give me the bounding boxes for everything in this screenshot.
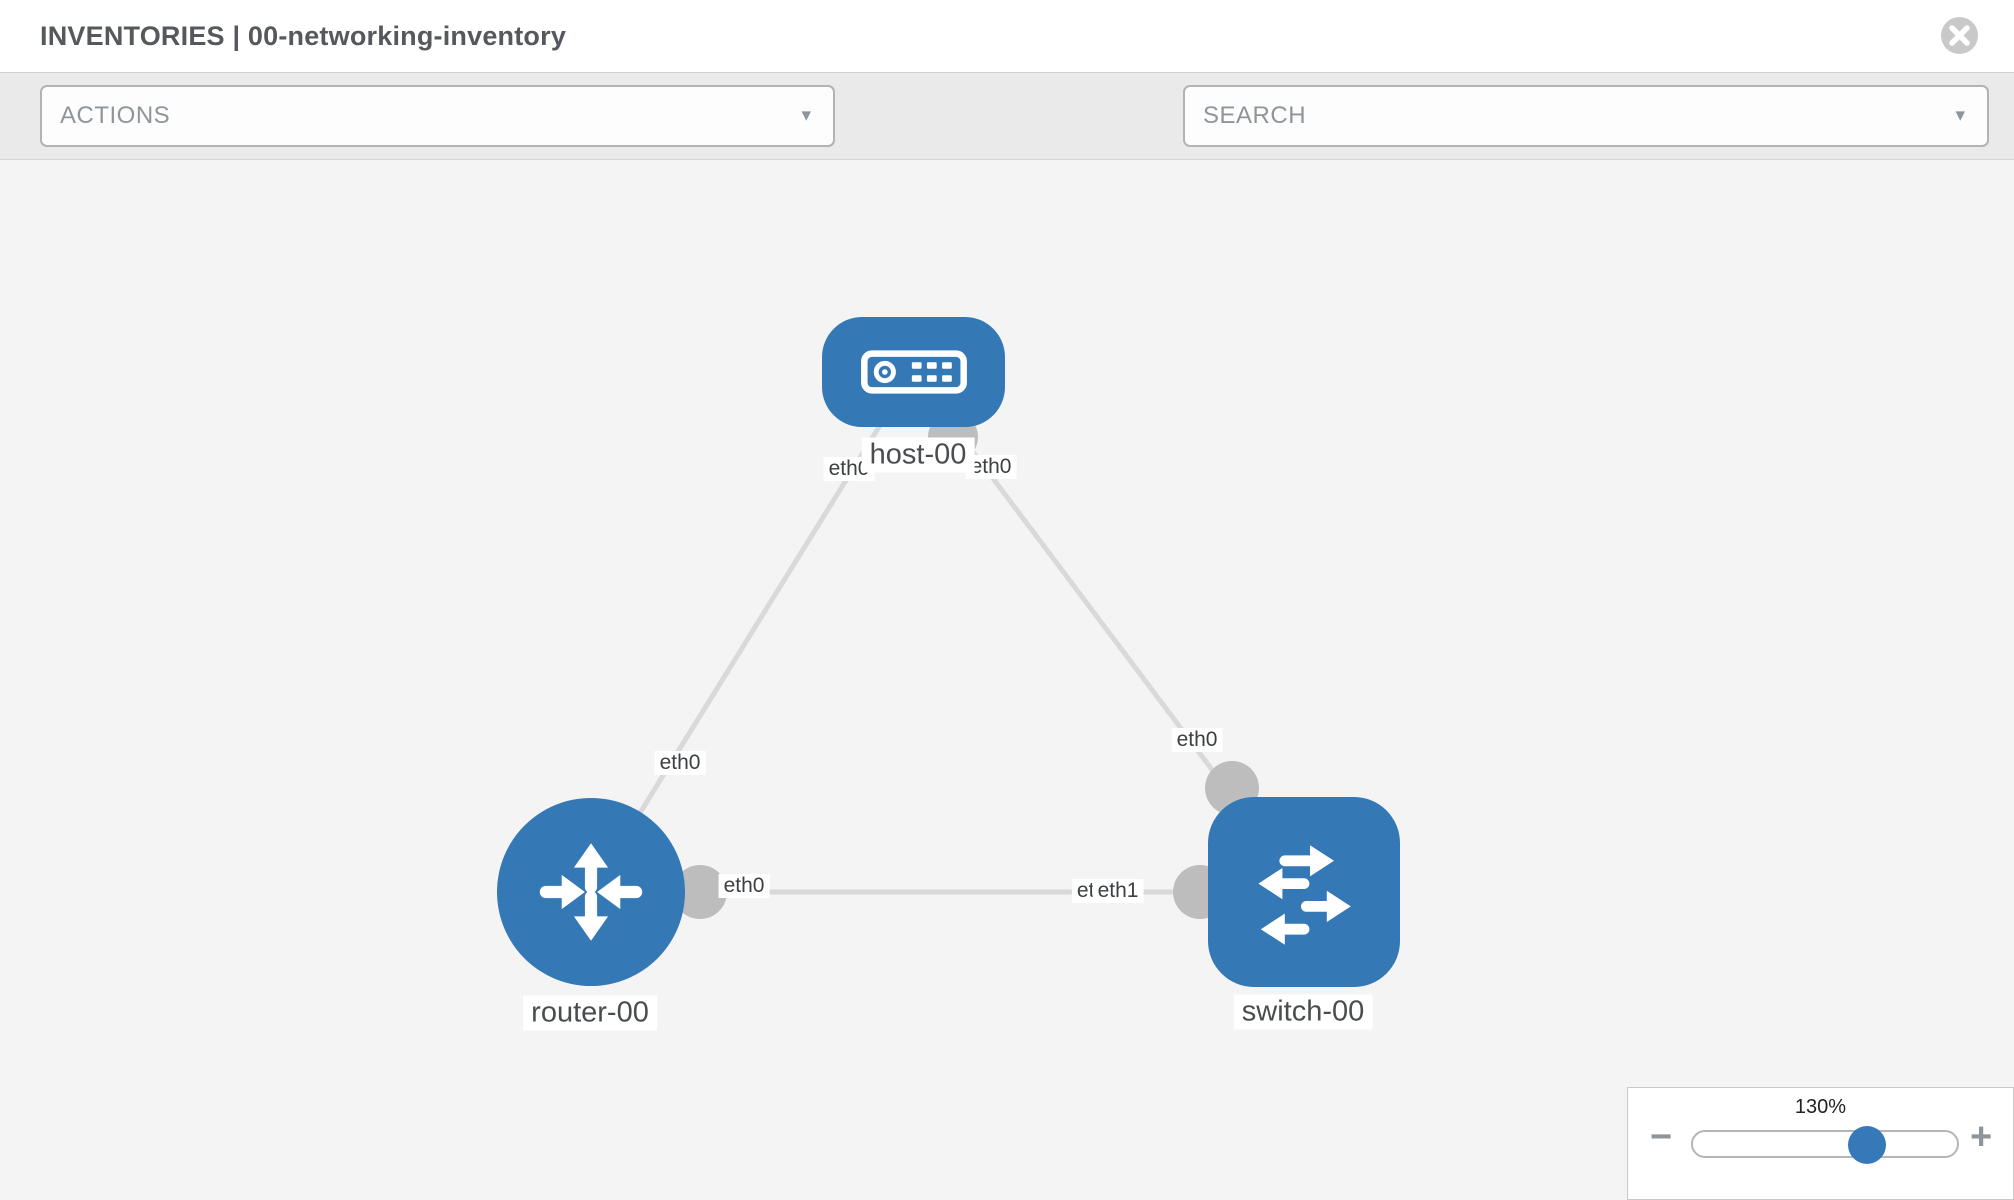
interface-label-eth0: eth0 (654, 751, 706, 775)
interface-label-eth0: eth0 (1171, 728, 1223, 752)
switch-icon (1258, 845, 1351, 945)
actions-dropdown-label: ACTIONS (60, 102, 171, 129)
close-icon (1949, 25, 1970, 46)
router-icon (539, 843, 643, 941)
host-icon (860, 350, 967, 394)
topology-canvas[interactable]: host-00 router-00 switch-00 eth0 eth0 et… (0, 160, 2014, 1200)
search-dropdown[interactable]: SEARCH ▾ (1183, 85, 1989, 147)
node-host-00[interactable] (822, 317, 1005, 427)
actions-dropdown[interactable]: ACTIONS ▾ (40, 85, 835, 147)
interface-label-eth1: eth1 (1092, 879, 1144, 903)
chevron-down-icon: ▾ (801, 105, 811, 126)
interface-label-eth0: eth0 (718, 874, 770, 898)
chevron-down-icon: ▾ (1955, 105, 1965, 126)
zoom-control-panel: 130% − + (1627, 1087, 2014, 1200)
zoom-slider[interactable] (1691, 1126, 1959, 1164)
node-switch-00[interactable] (1208, 797, 1400, 987)
zoom-in-button[interactable]: + (1970, 1116, 1993, 1158)
node-label-switch-00[interactable]: switch-00 (1233, 994, 1373, 1030)
topology-links (588, 370, 1306, 919)
node-router-00[interactable] (497, 798, 685, 986)
search-dropdown-label: SEARCH (1203, 102, 1307, 129)
zoom-slider-thumb[interactable] (1848, 1126, 1886, 1164)
interface-connector[interactable] (673, 865, 727, 919)
page-title: INVENTORIES | 00-networking-inventory (40, 21, 567, 51)
toolbar: ACTIONS ▾ SEARCH ▾ (0, 72, 2014, 204)
close-button[interactable] (1941, 17, 1978, 54)
node-label-host-00[interactable]: host-00 (861, 437, 975, 473)
zoom-level: 130% (1794, 1096, 1847, 1118)
zoom-out-button[interactable]: − (1650, 1116, 1673, 1158)
header: INVENTORIES | 00-networking-inventory (0, 0, 2014, 72)
node-label-router-00[interactable]: router-00 (523, 995, 657, 1031)
